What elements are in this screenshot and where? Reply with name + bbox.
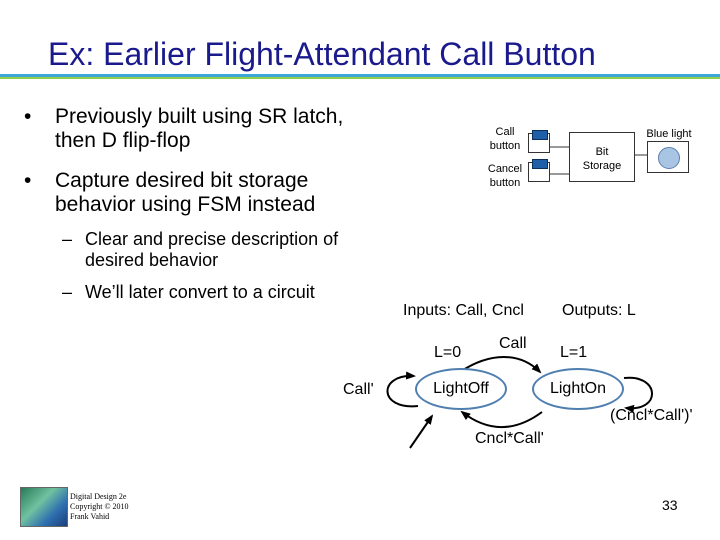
cancel-button-label: Cancel button: [481, 162, 529, 190]
bullet-marker: •: [24, 169, 32, 192]
sub-bullet-1-line-2: desired behavior: [85, 250, 219, 270]
dash-marker: –: [62, 282, 73, 302]
bullet-1: • Previously built using SR latch, then …: [24, 105, 394, 155]
state-lighton: LightOn: [532, 368, 624, 410]
cancel-label-line-1: Cancel: [487, 163, 523, 175]
call-label-line-2: button: [489, 140, 521, 152]
footer-line-2: Copyright © 2010: [70, 502, 129, 511]
footer-line-1: Digital Design 2e: [70, 492, 127, 501]
storage-label-line-1: Bit: [595, 146, 609, 158]
footer-credit: Digital Design 2e Copyright © 2010 Frank…: [70, 492, 160, 522]
fsm-transitions: [386, 356, 653, 449]
bullet-1-line-1: Previously built using SR latch,: [55, 105, 344, 128]
state-on-output: L=1: [560, 344, 588, 361]
cancel-button-cap: [532, 159, 548, 169]
blue-light-label: Blue light: [646, 128, 692, 140]
page-number: 33: [662, 497, 678, 513]
sub-bullet-1: – Clear and precise description of desir…: [62, 229, 392, 273]
sub-bullet-2-line-1: We’ll later convert to a circuit: [85, 282, 315, 302]
call-label-line-1: Call: [495, 126, 515, 138]
bullet-1-line-2: then D flip-flop: [55, 129, 191, 152]
blue-light-bulb-icon: [658, 147, 680, 169]
dash-marker: –: [62, 229, 73, 249]
initial-state-arrow: [409, 414, 434, 449]
block-diagram-wires: [548, 146, 647, 175]
transition-call-label: Call: [499, 335, 527, 352]
self-loop-on-label: (Cncl*Call')': [610, 407, 693, 424]
state-lightoff: LightOff: [415, 368, 507, 410]
bit-storage-block: Bit Storage: [569, 132, 635, 182]
blue-light-box: [647, 141, 689, 173]
book-cover-logo: [20, 487, 68, 527]
bullet-2-line-1: Capture desired bit storage: [55, 169, 309, 192]
self-loop-off-label: Call': [343, 381, 374, 398]
self-loop-on-arrow: [623, 376, 653, 413]
state-lightoff-label: LightOff: [433, 380, 489, 397]
sub-bullet-2: – We’ll later convert to a circuit: [62, 282, 392, 304]
fsm-inputs-label: Inputs: Call, Cncl: [403, 302, 524, 319]
call-button-cap: [532, 130, 548, 140]
bullet-2: • Capture desired bit storage behavior u…: [24, 169, 394, 219]
self-loop-off-arrow: [386, 371, 419, 408]
state-off-output: L=0: [434, 344, 462, 361]
bullet-marker: •: [24, 105, 32, 128]
block-diagram: [467, 111, 707, 206]
bullet-2-line-2: behavior using FSM instead: [55, 193, 316, 216]
state-lighton-label: LightOn: [549, 380, 607, 397]
call-button[interactable]: [528, 130, 550, 153]
call-button-label: Call button: [481, 125, 529, 153]
footer-line-3: Frank Vahid: [70, 512, 110, 521]
title-rule-bottom: [0, 77, 720, 79]
slide-title: Ex: Earlier Flight-Attendant Call Button: [48, 36, 596, 72]
title-rule-top: [0, 74, 720, 77]
storage-label-line-2: Storage: [582, 160, 622, 172]
transition-cncl-call-arrow: [460, 410, 543, 428]
transition-call-arrow: [459, 356, 542, 374]
cancel-label-line-2: button: [489, 177, 521, 189]
sub-bullet-1-line-1: Clear and precise description of: [85, 229, 339, 249]
cancel-button[interactable]: [528, 159, 550, 182]
transition-cncl-call-label: Cncl*Call': [475, 430, 544, 447]
fsm-outputs-label: Outputs: L: [562, 302, 636, 319]
